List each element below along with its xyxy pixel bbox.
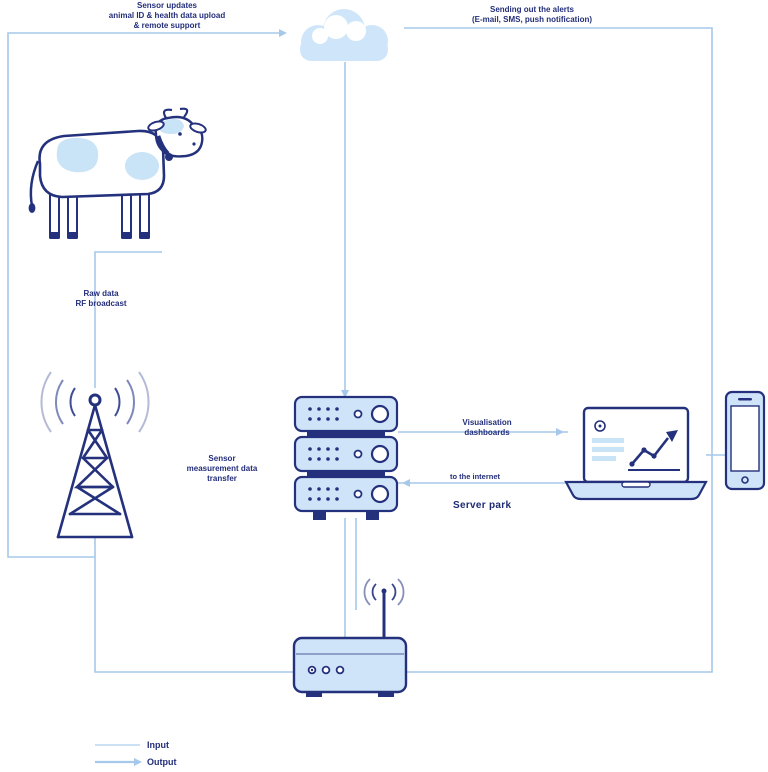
laptop-icon [564, 406, 708, 501]
label-line: Sending out the alerts [489, 5, 574, 14]
label-line: to the internet [450, 472, 500, 481]
left-loop-line [7, 32, 280, 558]
radio-tower-icon [40, 371, 150, 539]
label-line: (E-mail, SMS, push notification) [472, 15, 592, 24]
arrow-to-server [341, 390, 349, 398]
arrow-to-laptop [556, 428, 564, 436]
label-line: measurement data [186, 464, 258, 473]
label-line: RF broadcast [75, 299, 127, 308]
label-cloud-to-user: Sending out the alerts (E-mail, SMS, pus… [472, 5, 592, 25]
label-line: Sensor updates [136, 1, 197, 10]
cow-tower-line [94, 251, 162, 388]
label-line: transfer [207, 474, 237, 483]
label-line: animal ID & health data upload [108, 11, 226, 20]
label-cow-to-tower: Raw data RF broadcast [75, 289, 126, 309]
label-laptop-to-server: to the internet [450, 472, 500, 482]
label-cow-to-cloud: Sensor updates animal ID & health data u… [109, 1, 225, 31]
label-line: & remote support [133, 21, 201, 30]
server-rack-icon [293, 395, 399, 520]
smartphone-icon [724, 390, 766, 491]
label-line: Raw data [83, 289, 119, 298]
connection-lines [7, 27, 727, 673]
legend-input-label: Input [147, 740, 169, 750]
right-loop-line [404, 27, 713, 673]
label-line: Visualisation [462, 418, 512, 427]
legend-output-arrow [134, 758, 142, 766]
label-line: Sensor [208, 454, 236, 463]
arrow-to-cloud [279, 29, 287, 37]
legend-output-label: Output [147, 757, 177, 767]
tower-gateway-line [94, 537, 294, 673]
label-tower-to-server: Sensor measurement data transfer [187, 454, 258, 484]
label-server-to-laptop: Visualisation dashboards [462, 418, 511, 438]
cloud-icon [300, 9, 388, 61]
arrow-to-server-2 [402, 479, 410, 487]
cow-icon [28, 107, 207, 239]
arrowheads [279, 29, 564, 487]
gateway-router-icon [292, 578, 408, 697]
legend-samples [95, 744, 142, 766]
label-line: dashboards [464, 428, 510, 437]
servers-caption: Server park [453, 500, 512, 511]
